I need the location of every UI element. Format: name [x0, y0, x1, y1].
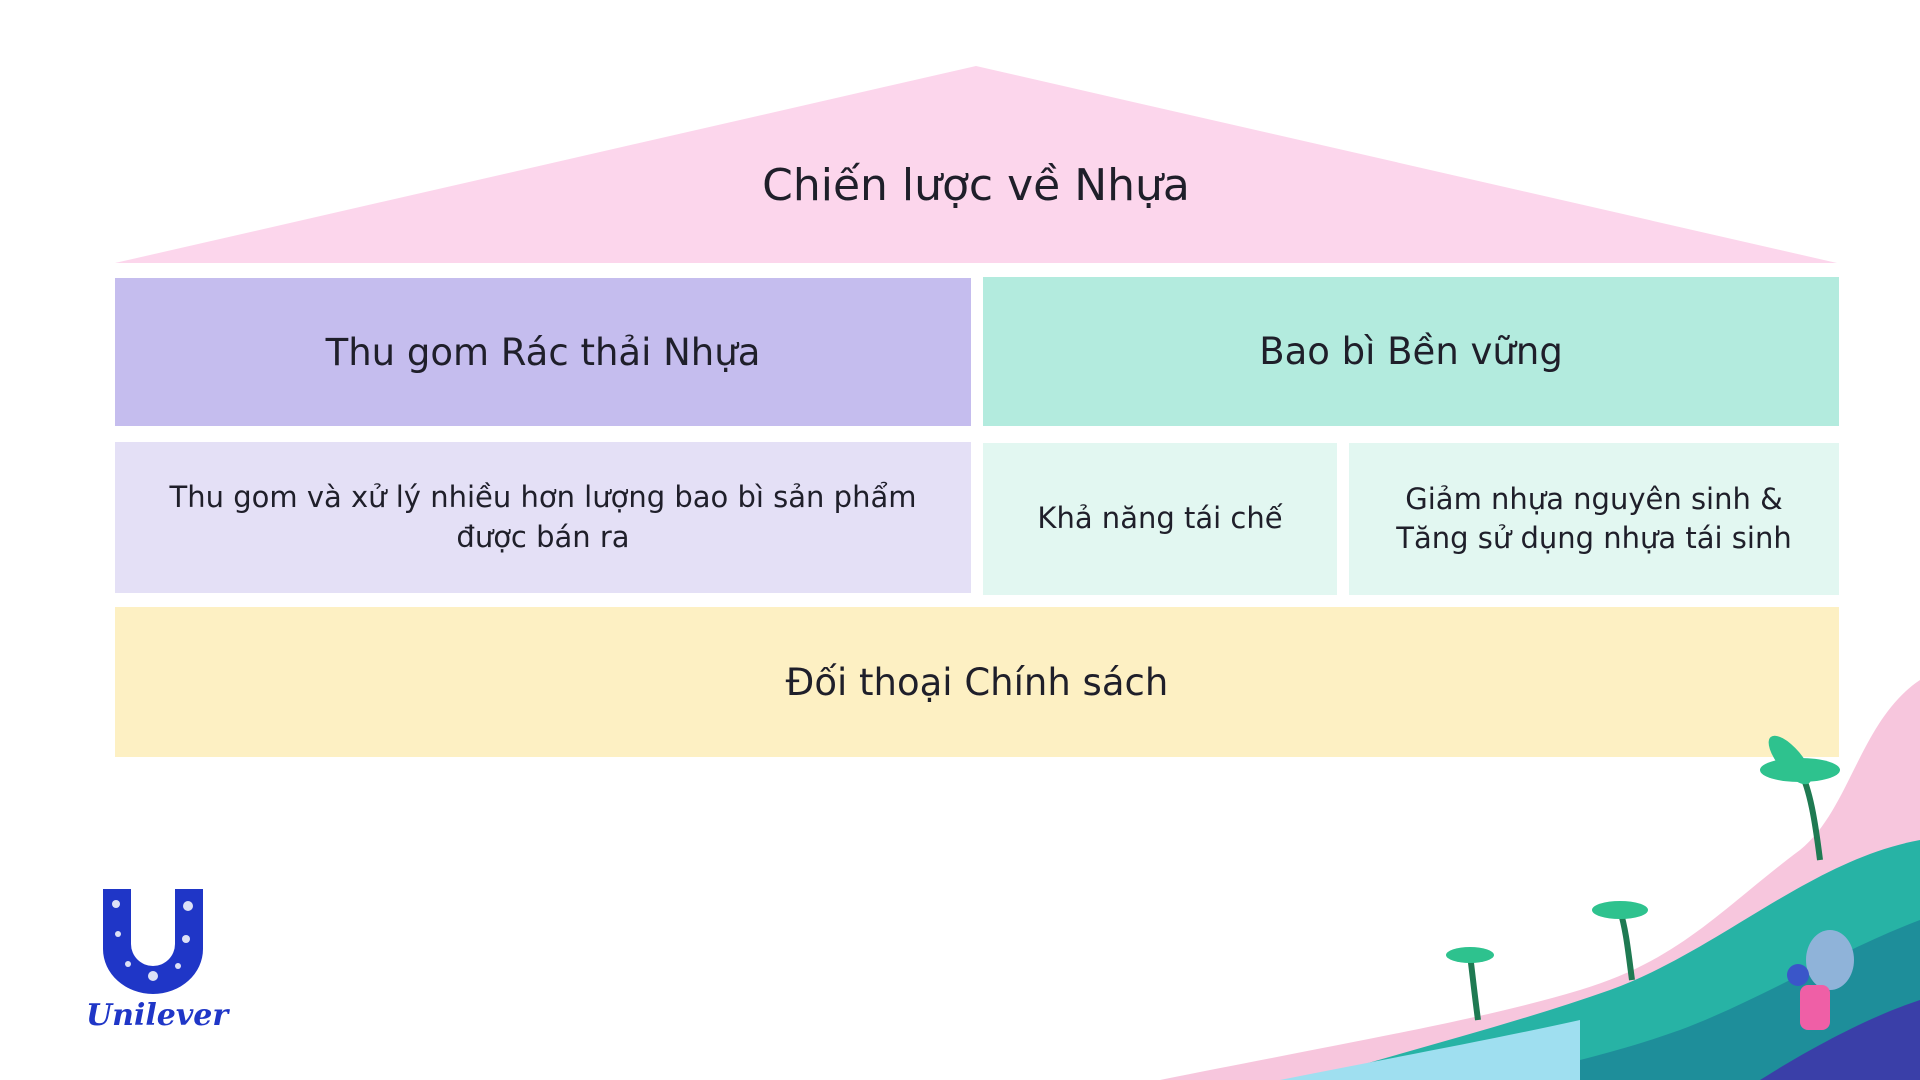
unilever-logo-icon: [103, 889, 203, 994]
reduce-virgin-plastic-box: Giảm nhựa nguyên sinh & Tăng sử dụng nhự…: [1349, 443, 1839, 595]
policy-dialogue-foundation: Đối thoại Chính sách: [115, 607, 1839, 757]
plastic-collection-title: Thu gom Rác thải Nhựa: [115, 278, 971, 426]
coastal-illustration: [1160, 680, 1920, 1080]
unilever-wordmark: Unilever: [86, 998, 229, 1033]
collection-detail: Thu gom và xử lý nhiều hơn lượng bao bì …: [115, 442, 971, 593]
strategy-title: Chiến lược về Nhựa: [762, 160, 1190, 211]
recyclability-box: Khả năng tái chế: [983, 443, 1337, 595]
roof-shape: [115, 66, 1837, 263]
sustainable-packaging-title: Bao bì Bền vững: [983, 277, 1839, 426]
worker-figure: [1787, 930, 1854, 1030]
